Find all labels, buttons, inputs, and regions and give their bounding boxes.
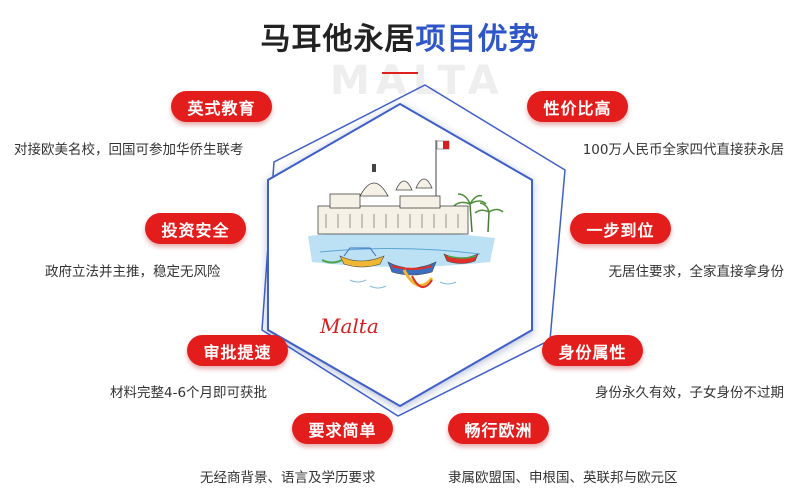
feature-label-identity: 身份属性 bbox=[542, 335, 643, 366]
page-title-highlight: 项目优势 bbox=[415, 22, 540, 57]
feature-desc-safety: 政府立法并主推，稳定无风险 bbox=[45, 264, 221, 280]
feature-desc-value: 100万人民币全家四代直接获永居 bbox=[582, 142, 784, 158]
feature-desc-travel: 隶属欧盟国、申根国、英联邦与欧元区 bbox=[448, 470, 678, 486]
feature-label-approval: 审批提速 bbox=[187, 335, 288, 366]
feature-label-education: 英式教育 bbox=[171, 91, 272, 122]
feature-desc-identity: 身份永久有效，子女身份不过期 bbox=[595, 385, 784, 401]
title-underline bbox=[382, 72, 418, 74]
feature-label-direct: 一步到位 bbox=[570, 213, 671, 244]
feature-desc-education: 对接欧美名校，回国可参加华侨生联考 bbox=[14, 142, 244, 158]
feature-label-travel: 畅行欧洲 bbox=[448, 413, 549, 444]
malta-harbor-sketch-icon bbox=[308, 140, 504, 289]
page-title-main: 马耳他永居 bbox=[260, 22, 416, 57]
feature-label-value: 性价比高 bbox=[527, 91, 628, 122]
feature-desc-direct: 无居住要求，全家直接拿身份 bbox=[608, 264, 785, 280]
malta-watermark: MALTA bbox=[330, 58, 505, 104]
page-title: 马耳他永居项目优势 bbox=[0, 14, 800, 58]
malta-script-logo: Malta bbox=[320, 314, 379, 338]
feature-label-requirements: 要求简单 bbox=[292, 413, 393, 444]
feature-desc-requirements: 无经商背景、语言及学历要求 bbox=[200, 470, 376, 486]
hexagon-outline-back bbox=[261, 84, 566, 417]
feature-desc-approval: 材料完整4-6个月即可获批 bbox=[110, 385, 268, 401]
feature-label-safety: 投资安全 bbox=[145, 213, 246, 244]
